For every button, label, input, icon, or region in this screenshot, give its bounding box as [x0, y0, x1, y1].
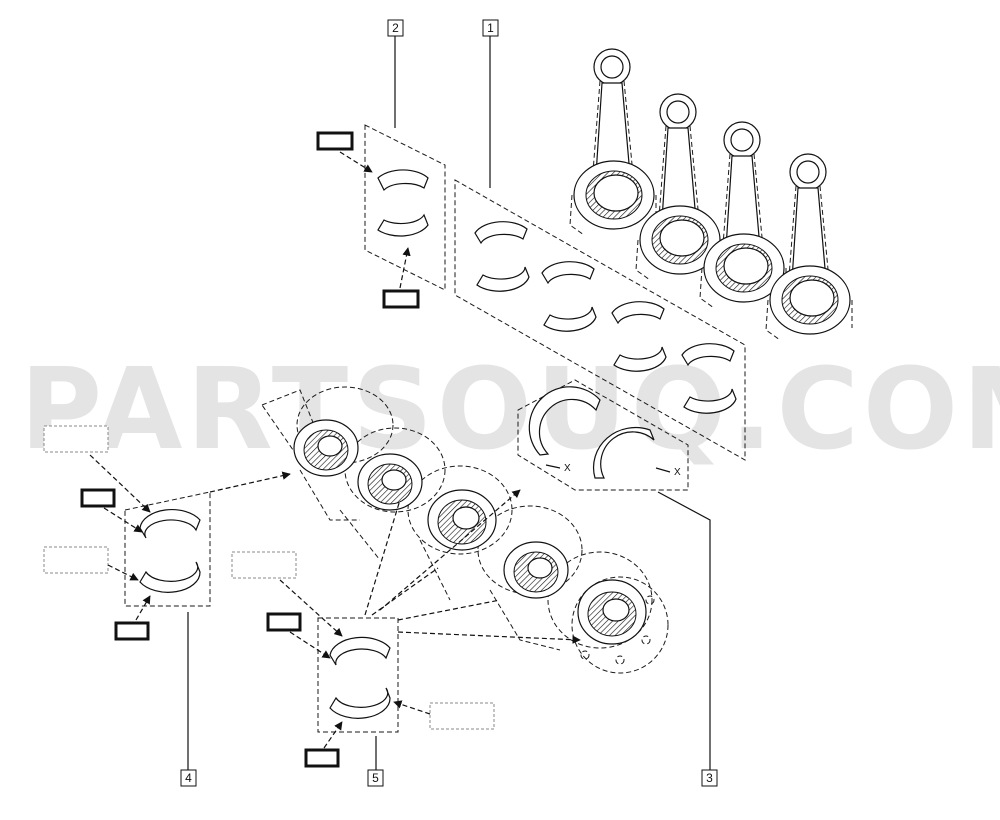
- marker-tag: [114, 621, 150, 641]
- marker-tag: [80, 488, 116, 508]
- marker-tag: [266, 612, 302, 632]
- group-3-thrust-washers: X X: [517, 379, 689, 491]
- main-bearing: [427, 489, 497, 551]
- callout-3[interactable]: 3: [701, 769, 718, 787]
- group-2-bearing-shells: [316, 124, 446, 309]
- connecting-rods: [569, 48, 853, 341]
- callout-2-label: 2: [392, 21, 399, 35]
- dimension-x-label: X: [564, 463, 571, 474]
- watermark-text: PARTSOUQ.COM: [20, 345, 1000, 475]
- group-5-bearing-shells: [231, 489, 581, 768]
- connecting-rod-4: [765, 153, 853, 341]
- callout-2[interactable]: 2: [387, 19, 404, 37]
- connecting-rod-2: [635, 93, 723, 281]
- callout-4-label: 4: [185, 771, 192, 785]
- callout-5[interactable]: 5: [367, 769, 384, 787]
- blank-label: [43, 546, 109, 574]
- blank-label: [429, 702, 495, 730]
- blank-label: [231, 551, 297, 579]
- marker-tag: [382, 289, 420, 309]
- callout-3-label: 3: [706, 771, 713, 785]
- main-bearing: [503, 541, 569, 599]
- connecting-rod-3: [699, 121, 787, 309]
- leader-lines: [187, 36, 711, 770]
- main-bearing: [577, 579, 647, 645]
- crankshaft: [261, 386, 669, 674]
- group-4-bearing-shells: [43, 425, 291, 641]
- callout-4[interactable]: 4: [180, 769, 197, 787]
- marker-tag: [316, 131, 354, 151]
- blank-label: [43, 425, 109, 453]
- marker-tag: [304, 748, 340, 768]
- main-bearing: [293, 419, 359, 477]
- main-bearing: [357, 453, 423, 511]
- callout-5-label: 5: [372, 771, 379, 785]
- dimension-x-label: X: [674, 467, 681, 478]
- callout-1[interactable]: 1: [482, 19, 499, 37]
- group-1-bearing-shells: [454, 179, 746, 461]
- connecting-rod-1: [569, 48, 657, 236]
- callout-1-label: 1: [487, 21, 494, 35]
